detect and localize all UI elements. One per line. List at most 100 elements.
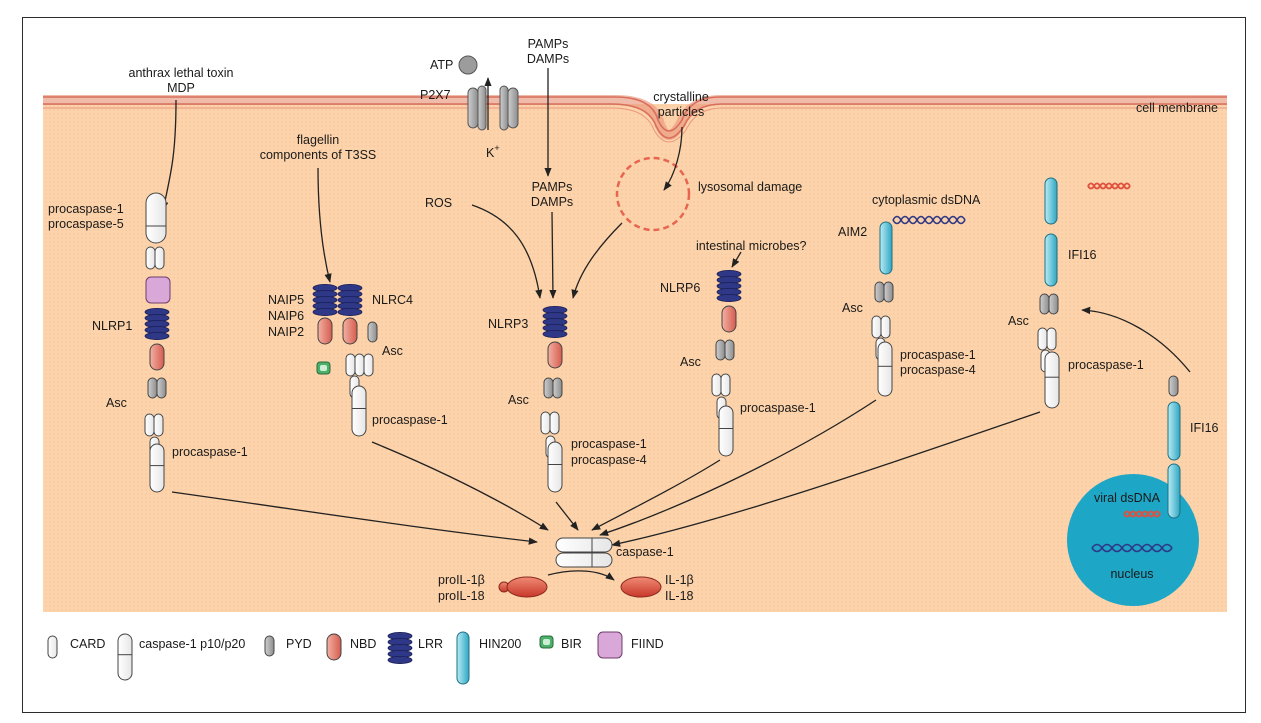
cell-membrane-label: cell membrane: [1136, 101, 1218, 115]
arrow-nucleus-ifi16: [1081, 306, 1191, 373]
arrow-crystalline: [663, 126, 683, 191]
legend-label-hin200: HIN200: [479, 637, 521, 651]
card-domain: [720, 373, 731, 397]
label-procaspase1-aim2: procaspase-1: [900, 348, 976, 362]
card-domain: [540, 411, 551, 435]
caspase-p10p20-domain: [117, 633, 133, 681]
bir-domain: [539, 635, 554, 649]
nbd-domain: [317, 317, 333, 345]
nbd-domain: [547, 341, 563, 369]
ifi16-complex: [1037, 177, 1060, 409]
arrow-microbes: [731, 251, 742, 268]
arrow-pamps-mid: [549, 211, 557, 299]
card-domain: [354, 353, 365, 377]
pyd-domain: [874, 281, 885, 303]
label-ifi16-a: IFI16: [1068, 248, 1097, 262]
pyd-domain: [1168, 375, 1179, 397]
label-naip6: NAIP6: [268, 309, 304, 323]
il-mature-molecule: [620, 576, 662, 598]
label-nlrp6: NLRP6: [660, 281, 700, 295]
label-asc-nlrp1: Asc: [106, 396, 127, 410]
nucleus: [1067, 474, 1199, 606]
pyd-domain: [1039, 293, 1050, 315]
legend-label-bir: BIR: [561, 637, 582, 651]
arrow-nlrp6-casp: [591, 459, 721, 531]
label-intestinal-microbes: intestinal microbes?: [696, 239, 807, 253]
caspase-p10p20-domain: [877, 341, 893, 397]
label-crystalline: crystalline: [653, 90, 709, 104]
label-p2x7: P2X7: [420, 88, 451, 102]
label-pamps-top: PAMPs: [528, 37, 569, 51]
legend-label-nbd: NBD: [350, 637, 376, 651]
label-procaspase4-nlrp3: procaspase-4: [571, 453, 647, 467]
lrr-domain: [716, 269, 742, 302]
pyd-domain: [552, 377, 563, 399]
label-nlrc4: NLRC4: [372, 293, 413, 307]
pyd-domain: [147, 377, 158, 399]
label-nlrp1: NLRP1: [92, 319, 132, 333]
label-ros: ROS: [425, 196, 452, 210]
label-cytoplasmic-dsdna: cytoplasmic dsDNA: [872, 193, 981, 207]
label-atp: ATP: [430, 58, 453, 72]
p2x7-channel: [467, 85, 519, 131]
aim2-complex: [871, 221, 894, 397]
label-procaspase4-aim2: procaspase-4: [900, 363, 976, 377]
label-asc-nlrp6: Asc: [680, 355, 701, 369]
label-asc-nlrc4: Asc: [382, 344, 403, 358]
pyd-domain: [367, 321, 378, 343]
label-damps-mid: DAMPs: [531, 195, 573, 209]
label-mdp: MDP: [167, 81, 195, 95]
label-procaspase5-nlrp1: procaspase-5: [48, 217, 124, 231]
arrow-lysosome: [571, 222, 623, 299]
label-viral-dsdna: viral dsDNA: [1094, 491, 1161, 505]
pyd-domain: [156, 377, 167, 399]
arrow-aim2-casp: [599, 399, 877, 536]
caspase-p10p20-domain: [1044, 351, 1060, 409]
hin200-domain: [1167, 463, 1181, 519]
lrr-domain: [337, 283, 363, 316]
nbd-domain: [149, 343, 165, 371]
nlrp1-complex: [144, 192, 171, 493]
fiind-domain: [597, 631, 623, 659]
label-proil1b: proIL-1β: [438, 573, 485, 587]
arrow-il-conversion: [547, 570, 615, 581]
label-procaspase1-ifi16: procaspase-1: [1068, 358, 1144, 372]
label-caspase1: caspase-1: [616, 545, 674, 559]
label-procaspase1-nlrp1-bottom: procaspase-1: [172, 445, 248, 459]
nbd-domain: [342, 317, 358, 345]
nlrc4-complex: [312, 283, 378, 437]
card-domain: [345, 353, 356, 377]
pyd-domain: [264, 635, 275, 657]
cell-membrane: [43, 95, 1227, 143]
bir-domain: [316, 361, 331, 375]
pyd-domain: [1048, 293, 1059, 315]
nlrp3-complex: [540, 305, 568, 493]
arrow-flagellin: [317, 167, 332, 283]
label-proil18: proIL-18: [438, 589, 485, 603]
label-naip2: NAIP2: [268, 325, 304, 339]
label-flagellin: flagellin: [297, 133, 339, 147]
label-t3ss: components of T3SS: [260, 148, 377, 162]
label-k: K+: [486, 143, 500, 160]
label-nlrp3: NLRP3: [488, 317, 528, 331]
label-procaspase1-nlrp1: procaspase-1: [48, 202, 124, 216]
label-il18: IL-18: [665, 589, 694, 603]
card-domain: [549, 411, 560, 435]
text-labels: anthrax lethal toxin MDP ATP P2X7 K+ PAM…: [48, 37, 1219, 603]
label-pamps-mid: PAMPs: [532, 180, 573, 194]
caspase-p10p20-domain: [547, 441, 563, 493]
proil-molecule: [498, 576, 548, 598]
atp-molecule: [458, 55, 478, 75]
label-il1b: IL-1β: [665, 573, 694, 587]
lrr-domain: [387, 632, 413, 665]
arrow-nlrp3-casp: [555, 501, 579, 531]
caspase-p10p20-domain: [149, 443, 165, 493]
card-domain: [1037, 327, 1048, 351]
arrow-nlrc4-casp: [371, 441, 549, 531]
pyd-domain: [543, 377, 554, 399]
label-damps-top: DAMPs: [527, 52, 569, 66]
label-lysosomal-damage: lysosomal damage: [698, 180, 802, 194]
label-procaspase1-nlrp6: procaspase-1: [740, 401, 816, 415]
